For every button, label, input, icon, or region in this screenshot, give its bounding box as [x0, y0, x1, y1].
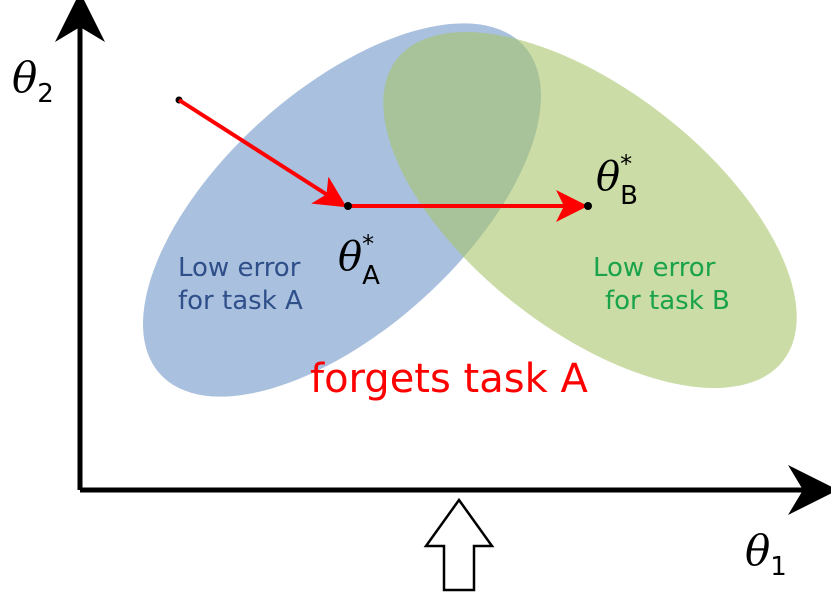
x-axis-subscript: 1	[770, 552, 787, 582]
task-b-region	[383, 31, 797, 389]
optimum-a-star: *	[362, 230, 374, 258]
up-arrow-icon	[423, 497, 495, 592]
optimum-b-point	[584, 202, 592, 210]
x-axis-label: θ1	[745, 526, 787, 582]
y-axis-subscript: 2	[37, 79, 54, 109]
task-b-label-line2: for task B	[605, 286, 730, 316]
optimum-a-subscript: A	[362, 261, 380, 291]
optimum-b-subscript: B	[620, 181, 638, 211]
path-segment-to-a	[177, 98, 347, 208]
optimum-a-point	[344, 202, 352, 210]
y-axis-label: θ2	[12, 53, 54, 109]
task-a-label-line1: Low error	[178, 253, 301, 283]
optimum-a-label: θ*A	[338, 230, 380, 291]
task-a-label-line2: for task A	[178, 286, 303, 316]
task-b-label-line1: Low error	[593, 253, 716, 283]
optimum-b-star: *	[620, 150, 632, 178]
forgets-caption: forgets task A	[310, 356, 588, 402]
optimum-b-label: θ*B	[596, 150, 638, 211]
